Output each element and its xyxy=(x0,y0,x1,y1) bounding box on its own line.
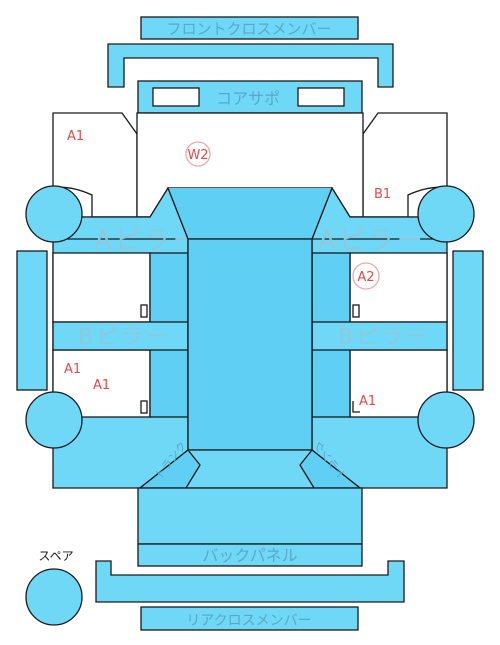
damage-mark-a1[interactable]: A1 xyxy=(64,362,81,377)
rear-bumper-bracket[interactable] xyxy=(95,560,405,603)
windshield-edge xyxy=(167,187,333,240)
back-panel[interactable] xyxy=(137,543,363,567)
b-pillar-right-band[interactable] xyxy=(311,321,448,351)
front-bumper-bracket[interactable] xyxy=(107,43,394,88)
front-cross-member-panel[interactable] xyxy=(140,16,359,40)
back-panel-label: バックパネル xyxy=(202,546,297,565)
rear-cross-member-panel[interactable] xyxy=(140,606,359,631)
damage-mark-a1[interactable]: A1 xyxy=(93,378,110,393)
front-right-wheel[interactable] xyxy=(417,185,475,243)
front-left-door-handle xyxy=(140,304,148,318)
b-pillar-left-band[interactable] xyxy=(52,321,189,351)
rear-right-door-handle xyxy=(352,401,360,413)
right-side-skirt[interactable] xyxy=(452,250,484,391)
a-pillar-left-label: Aピラー xyxy=(94,226,202,256)
damage-mark-w2[interactable]: W2 xyxy=(187,148,208,163)
rear-floor-panel[interactable] xyxy=(137,487,363,545)
damage-mark-ring xyxy=(185,141,211,167)
front-right-door-handle xyxy=(352,304,360,318)
damage-mark-ring xyxy=(352,262,380,290)
damage-mark-a2[interactable]: A2 xyxy=(357,270,374,285)
rear-left-wheel[interactable] xyxy=(25,391,83,449)
rear-right-wheel[interactable] xyxy=(417,391,475,449)
b-pillar-left-label: Bピラー xyxy=(78,325,171,350)
front-left-wheel[interactable] xyxy=(25,185,83,243)
damage-mark-a1[interactable]: A1 xyxy=(67,129,84,144)
core-support-right-hole xyxy=(297,87,345,107)
spare-label: スペア xyxy=(38,549,73,563)
a-pillar-right-label: Aピラー xyxy=(318,226,426,256)
core-support-left-hole xyxy=(152,87,200,107)
front-left-door-opening[interactable] xyxy=(52,252,151,323)
spare-tire[interactable] xyxy=(25,568,83,626)
b-pillar-right-label: Bピラー xyxy=(338,325,431,350)
core-support-label: コアサポ xyxy=(216,89,280,108)
rear-left-door-handle xyxy=(140,400,148,414)
front-cross-member-label: フロントクロスメンバー xyxy=(166,20,331,38)
cabin-floor xyxy=(187,238,313,451)
damage-mark-a1[interactable]: A1 xyxy=(359,394,376,409)
left-side-skirt[interactable] xyxy=(16,250,48,391)
damage-mark-b1[interactable]: B1 xyxy=(374,187,391,202)
rear-cross-member-label: リアクロスメンバー xyxy=(186,613,311,629)
front-right-door-opening[interactable] xyxy=(349,252,448,323)
